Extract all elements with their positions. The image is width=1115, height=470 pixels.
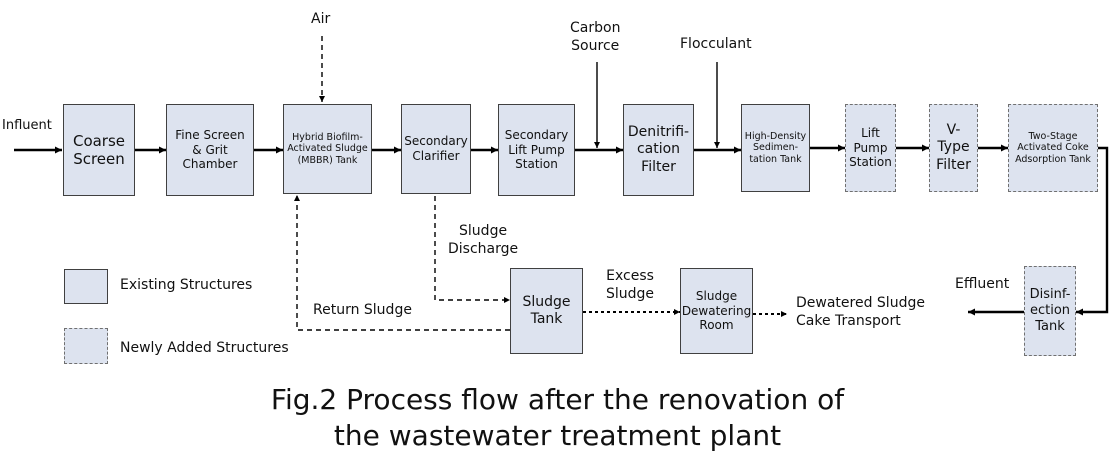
secondary-clarifier-box: Secondary Clarifier xyxy=(401,104,471,194)
return-sludge-label: Return Sludge xyxy=(313,302,412,318)
activated-coke-adsorption-tank-box: Two-Stage Activated Coke Adsorption Tank xyxy=(1008,104,1098,192)
secondary-clarifier-label: Secondary Clarifier xyxy=(404,134,468,163)
disinfection-tank-label: Disinf- ection Tank xyxy=(1029,287,1071,334)
fine-screen-grit-chamber-box: Fine Screen & Grit Chamber xyxy=(166,104,254,196)
sludge-dewatering-room-box: Sludge Dewatering Room xyxy=(680,268,753,354)
flocculant-label: Flocculant xyxy=(680,36,752,52)
disinfection-tank-box: Disinf- ection Tank xyxy=(1024,266,1076,356)
dewatered-sludge-cake-label: Dewatered Sludge Cake Transport xyxy=(796,295,925,330)
hybrid-mbbr-tank-label: Hybrid Biofilm- Activated Sludge (MBBR) … xyxy=(287,131,368,166)
legend-existing-label: Existing Structures xyxy=(120,277,253,293)
lift-pump-station-label: Lift Pump Station xyxy=(849,126,892,170)
legend-new-swatch xyxy=(64,328,108,364)
effluent-label: Effluent xyxy=(955,276,1010,292)
coarse-screen-label: Coarse Screen xyxy=(72,131,126,168)
secondary-lift-pump-station-label: Secondary Lift Pump Station xyxy=(504,128,569,172)
sludge-dewatering-room-label: Sludge Dewatering Room xyxy=(681,289,752,333)
air-label: Air xyxy=(311,11,331,27)
arrow-coke-tank-to-disinfection xyxy=(1076,146,1109,316)
sludge-tank-label: Sludge Tank xyxy=(522,293,571,327)
arrow-sludge-discharge xyxy=(434,196,510,303)
high-density-sedimentation-tank-box: High-Density Sedimen- tation Tank xyxy=(741,104,810,192)
excess-sludge-label: Excess Sludge xyxy=(606,268,655,303)
caption-line-1: Fig.2 Process flow after the renovation … xyxy=(270,383,845,416)
figure-caption: Fig.2 Process flow after the renovation … xyxy=(0,382,1115,454)
sludge-discharge-label: Sludge Discharge xyxy=(448,223,519,258)
activated-coke-adsorption-tank-label: Two-Stage Activated Coke Adsorption Tank xyxy=(1015,130,1091,165)
denitrification-filter-box: Denitrifi- cation Filter xyxy=(623,104,694,196)
lift-pump-station-box: Lift Pump Station xyxy=(845,104,896,192)
carbon-source-label: Carbon Source xyxy=(570,20,621,55)
fine-screen-grit-chamber-label: Fine Screen & Grit Chamber xyxy=(175,128,245,172)
high-density-sedimentation-tank-label: High-Density Sedimen- tation Tank xyxy=(744,130,807,165)
legend-existing-swatch xyxy=(64,269,108,304)
sludge-tank-box: Sludge Tank xyxy=(510,268,583,354)
v-type-filter-box: V- Type Filter xyxy=(929,104,978,192)
legend-new-label: Newly Added Structures xyxy=(120,340,289,356)
hybrid-mbbr-tank-box: Hybrid Biofilm- Activated Sludge (MBBR) … xyxy=(283,104,372,194)
denitrification-filter-label: Denitrifi- cation Filter xyxy=(627,124,690,175)
v-type-filter-label: V- Type Filter xyxy=(936,122,971,173)
coarse-screen-box: Coarse Screen xyxy=(63,104,135,196)
secondary-lift-pump-station-box: Secondary Lift Pump Station xyxy=(498,104,575,196)
caption-line-2: the wastewater treatment plant xyxy=(333,418,782,452)
influent-label: Influent xyxy=(2,118,52,133)
